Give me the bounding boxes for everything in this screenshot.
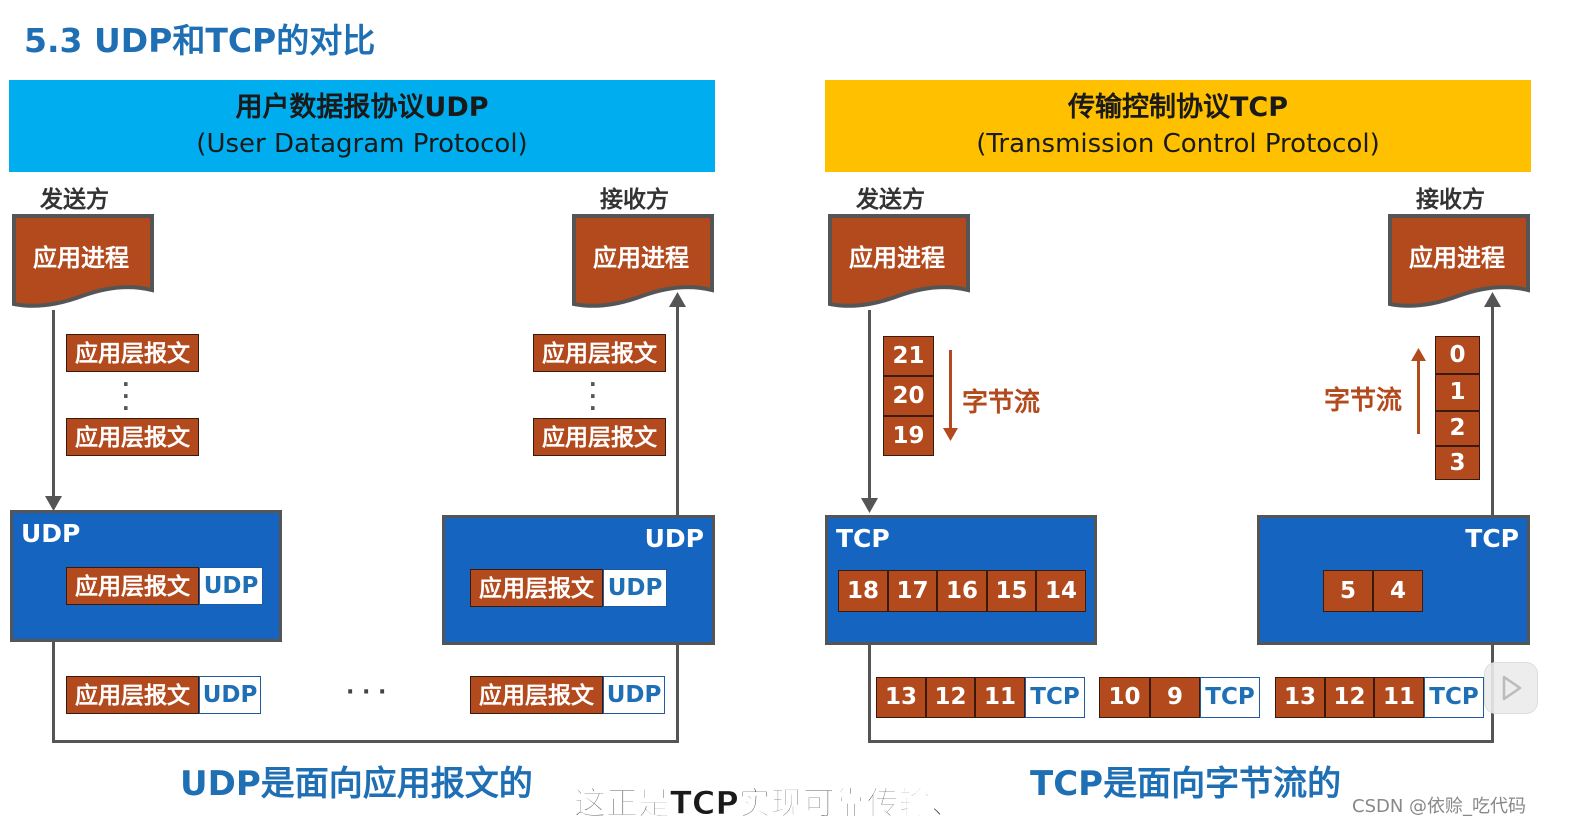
tcp-sender-buffer-byte: 18 [838, 570, 888, 612]
tcp-segment-3-byte: 11 [1374, 677, 1424, 718]
tcp-receiver-stream-arrow-head [1411, 348, 1426, 361]
tcp-receiver-byte-stream-label: 字节流 [1324, 386, 1403, 416]
tcp-sender-buffer-byte: 15 [987, 570, 1036, 612]
tcp-sender-box: TCP 18 17 16 15 14 [825, 515, 1097, 645]
udp-receiver-datagram-message: 应用层报文 [470, 569, 603, 607]
udp-header: 用户数据报协议UDP (User Datagram Protocol) [9, 80, 715, 172]
tcp-receiver-byte: 3 [1435, 446, 1480, 480]
udp-sender-datagram-header: UDP [199, 567, 263, 605]
tcp-receiver-arrow-head [1484, 292, 1501, 307]
udp-transit-message-2: 应用层报文 [470, 676, 603, 714]
udp-sender-app-process-label: 应用进程 [33, 244, 129, 272]
tcp-receiver-byte: 1 [1435, 374, 1480, 411]
tcp-sender-stream-arrow-line [949, 350, 952, 430]
tcp-sender-app-process-label: 应用进程 [849, 244, 945, 272]
video-subtitle: 这正是TCP实现可靠传输、 [574, 784, 964, 823]
tcp-receiver-byte: 0 [1435, 336, 1480, 374]
tcp-receiver-byte: 2 [1435, 411, 1480, 446]
udp-sender-box: UDP 应用层报文 UDP [10, 510, 282, 642]
tcp-receiver-stream-arrow-line [1417, 360, 1420, 434]
tcp-segment-3-byte: 12 [1325, 677, 1374, 718]
tcp-segment-1-byte: 11 [975, 677, 1025, 718]
tcp-header: 传输控制协议TCP (Transmission Control Protocol… [825, 80, 1531, 172]
play-button[interactable] [1484, 662, 1538, 714]
udp-sender-message-2: 应用层报文 [66, 418, 199, 456]
udp-transit-message-1: 应用层报文 [66, 676, 199, 714]
tcp-receiver-buffer-byte: 4 [1373, 570, 1423, 612]
tcp-sender-buffer-byte: 14 [1036, 570, 1086, 612]
tcp-channel-left [868, 645, 871, 743]
udp-receiver-message-2: 应用层报文 [533, 418, 666, 456]
tcp-sender-arrow-line [868, 310, 871, 502]
tcp-header-subtitle: (Transmission Control Protocol) [976, 129, 1380, 159]
udp-receiver-label: 接收方 [600, 187, 669, 213]
udp-transit-header-1: UDP [199, 676, 261, 714]
tcp-sender-label: 发送方 [856, 187, 925, 213]
udp-sender-label: 发送方 [40, 187, 109, 213]
tcp-sender-arrow-head [861, 498, 878, 513]
tcp-segment-3-byte: 13 [1275, 677, 1325, 718]
tcp-footer: TCP是面向字节流的 [1030, 764, 1342, 804]
udp-receiver-box: UDP 应用层报文 UDP [442, 515, 715, 645]
tcp-sender-byte-stream-label: 字节流 [962, 388, 1041, 418]
udp-sender-datagram-message: 应用层报文 [66, 567, 199, 605]
udp-transit-ellipsis: · · · [346, 680, 387, 705]
udp-sender-message-1: 应用层报文 [66, 334, 199, 372]
udp-sender-box-label: UDP [21, 519, 81, 548]
tcp-segment-1-byte: 13 [876, 677, 926, 718]
udp-sender-arrow-head [45, 496, 62, 511]
udp-receiver-app-process: 应用进程 [570, 212, 714, 312]
udp-sender-vdots: ··· [122, 372, 130, 420]
tcp-channel-bottom [868, 740, 1494, 743]
tcp-segment-2-header: TCP [1200, 677, 1260, 718]
tcp-sender-byte: 21 [883, 336, 934, 376]
udp-receiver-datagram-header: UDP [603, 569, 667, 607]
tcp-receiver-label: 接收方 [1416, 187, 1485, 213]
watermark: CSDN @依赊_吃代码 [1352, 796, 1527, 817]
udp-receiver-vdots: ··· [589, 372, 597, 420]
tcp-sender-box-label: TCP [836, 524, 890, 553]
tcp-receiver-box: TCP 5 4 [1257, 515, 1530, 645]
tcp-sender-buffer-byte: 16 [937, 570, 987, 612]
tcp-receiver-app-process: 应用进程 [1386, 212, 1530, 312]
tcp-receiver-buffer-byte: 5 [1323, 570, 1373, 612]
udp-receiver-app-process-label: 应用进程 [593, 244, 689, 272]
tcp-sender-app-process: 应用进程 [826, 212, 970, 312]
tcp-sender-buffer-byte: 17 [888, 570, 937, 612]
tcp-receiver-app-process-label: 应用进程 [1409, 244, 1505, 272]
udp-transit-header-2: UDP [603, 676, 665, 714]
tcp-sender-byte: 19 [883, 416, 934, 456]
tcp-header-title: 传输控制协议TCP [1067, 92, 1289, 123]
udp-receiver-message-1: 应用层报文 [533, 334, 666, 372]
tcp-sender-stream-arrow-head [943, 428, 958, 441]
udp-channel-bottom [52, 740, 679, 743]
tcp-segment-1-byte: 12 [926, 677, 975, 718]
play-icon [1502, 675, 1522, 701]
udp-receiver-box-label: UDP [644, 524, 704, 553]
udp-receiver-arrow-line [676, 305, 679, 517]
tcp-segment-3-header: TCP [1424, 677, 1484, 718]
tcp-receiver-box-label: TCP [1465, 524, 1519, 553]
tcp-receiver-arrow-line [1491, 305, 1494, 517]
udp-header-subtitle: (User Datagram Protocol) [196, 129, 528, 159]
tcp-segment-2-byte: 10 [1099, 677, 1150, 718]
tcp-segment-1-header: TCP [1025, 677, 1085, 718]
udp-header-title: 用户数据报协议UDP [235, 92, 489, 123]
tcp-segment-2-byte: 9 [1150, 677, 1200, 718]
udp-footer: UDP是面向应用报文的 [180, 764, 533, 804]
tcp-sender-byte: 20 [883, 376, 934, 416]
udp-receiver-arrow-head [669, 292, 686, 307]
udp-sender-arrow-line [52, 310, 55, 500]
page-title: 5.3 UDP和TCP的对比 [24, 21, 376, 60]
udp-sender-app-process: 应用进程 [10, 212, 154, 312]
udp-channel-left [52, 642, 55, 743]
udp-channel-right [676, 645, 679, 743]
